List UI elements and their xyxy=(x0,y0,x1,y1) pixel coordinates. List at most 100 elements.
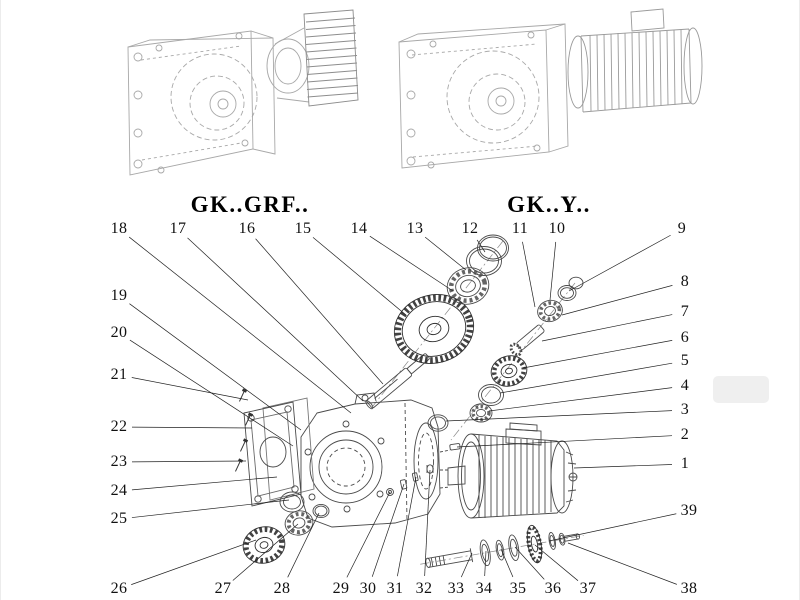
retaining-rings xyxy=(466,234,509,276)
part-number-22: 22 xyxy=(110,418,128,435)
part-number-26: 26 xyxy=(110,580,128,597)
leader-line-5 xyxy=(499,362,673,394)
gearbox-y-drawing xyxy=(398,8,703,169)
part-number-33: 33 xyxy=(447,580,465,597)
part-number-37: 37 xyxy=(579,580,597,597)
part-number-29: 29 xyxy=(332,580,350,597)
leader-line-30 xyxy=(371,483,405,577)
variant-title-grf: GK..GRF.. xyxy=(190,192,310,217)
part-number-28: 28 xyxy=(273,580,291,597)
leader-line-17 xyxy=(187,237,364,402)
leader-line-25 xyxy=(131,499,290,518)
part-number-34: 34 xyxy=(475,580,493,597)
part-number-5: 5 xyxy=(680,352,690,369)
leader-line-24 xyxy=(131,476,278,491)
part-number-1: 1 xyxy=(680,455,690,472)
part-number-11: 11 xyxy=(511,220,529,237)
leader-line-18 xyxy=(128,236,352,414)
part-number-19: 19 xyxy=(110,287,128,304)
leader-line-4 xyxy=(488,387,673,412)
part-number-24: 24 xyxy=(110,482,128,499)
leader-line-27 xyxy=(232,523,299,581)
leader-line-3 xyxy=(445,410,673,422)
part-number-9: 9 xyxy=(677,220,687,237)
leader-line-9 xyxy=(568,234,671,292)
motor-drawing xyxy=(567,8,703,113)
part-number-8: 8 xyxy=(680,273,690,290)
part-number-15: 15 xyxy=(294,220,312,237)
leader-line-7 xyxy=(541,314,673,342)
spacer-ring-5 xyxy=(478,384,504,406)
leader-line-35 xyxy=(500,548,514,578)
part-number-6: 6 xyxy=(680,329,690,346)
leader-line-23 xyxy=(131,460,247,463)
electric-motor xyxy=(447,422,578,519)
axis-line-input xyxy=(372,240,504,407)
part-number-16: 16 xyxy=(238,220,256,237)
part-number-3: 3 xyxy=(680,401,690,418)
leader-lines xyxy=(128,234,677,585)
leader-line-21 xyxy=(131,377,249,401)
part-number-23: 23 xyxy=(110,453,128,470)
leader-line-31 xyxy=(397,476,417,577)
leader-line-32 xyxy=(424,469,431,577)
leader-line-28 xyxy=(287,512,320,578)
gearbox-grf-drawing xyxy=(127,9,359,176)
variant-title-y: GK..Y.. xyxy=(507,192,591,217)
part-number-21: 21 xyxy=(110,366,128,383)
output-bearing xyxy=(284,510,314,536)
leader-line-13 xyxy=(424,236,467,271)
leader-line-15 xyxy=(312,237,407,316)
faint-watermark xyxy=(713,376,769,403)
leader-line-36 xyxy=(514,546,545,580)
pinion-bearing xyxy=(537,299,563,323)
output-gear xyxy=(242,526,286,564)
leader-line-14 xyxy=(369,235,454,292)
leader-line-38 xyxy=(567,542,677,585)
part-number-7: 7 xyxy=(680,303,690,320)
part-number-32: 32 xyxy=(415,580,433,597)
leader-line-29 xyxy=(346,491,391,578)
leader-line-11 xyxy=(522,241,536,308)
part-number-35: 35 xyxy=(509,580,527,597)
leader-line-22 xyxy=(131,426,253,429)
leader-line-2 xyxy=(456,435,673,448)
part-number-38: 38 xyxy=(680,580,698,597)
leader-line-8 xyxy=(561,285,673,316)
part-number-18: 18 xyxy=(110,220,128,237)
leader-line-1 xyxy=(573,464,673,469)
leader-line-33 xyxy=(460,552,473,578)
leader-line-10 xyxy=(549,241,557,301)
output-shaft-assembly xyxy=(420,524,584,568)
part-number-10: 10 xyxy=(548,220,566,237)
axis-line-pinion xyxy=(450,282,576,441)
part-number-25: 25 xyxy=(110,510,128,527)
part-number-2: 2 xyxy=(680,426,690,443)
leader-line-26 xyxy=(131,539,257,585)
pinion-shaft xyxy=(509,324,545,357)
leader-line-37 xyxy=(534,544,579,581)
leader-line-34 xyxy=(484,550,487,577)
leader-line-19 xyxy=(129,303,302,431)
part-number-30: 30 xyxy=(359,580,377,597)
output-seal xyxy=(279,491,305,513)
part-number-14: 14 xyxy=(350,220,368,237)
part-number-4: 4 xyxy=(680,377,690,394)
part-number-39: 39 xyxy=(680,502,698,519)
part-number-13: 13 xyxy=(406,220,424,237)
leader-line-12 xyxy=(476,239,486,253)
part-number-17: 17 xyxy=(169,220,187,237)
leader-line-6 xyxy=(522,340,673,369)
part-number-36: 36 xyxy=(544,580,562,597)
part-number-31: 31 xyxy=(386,580,404,597)
leader-line-16 xyxy=(255,238,384,385)
circlip xyxy=(312,503,330,519)
leader-line-39 xyxy=(548,513,677,542)
part-number-12: 12 xyxy=(461,220,479,237)
part-number-27: 27 xyxy=(214,580,232,597)
flange-cover xyxy=(243,397,315,507)
finned-input-cap xyxy=(303,9,359,107)
